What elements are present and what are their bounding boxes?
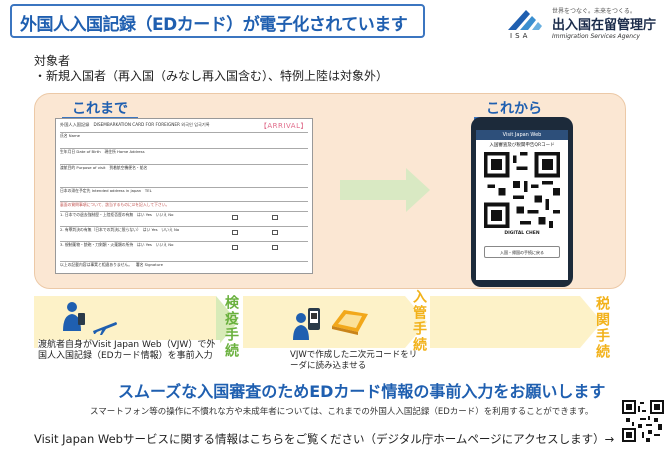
- customs-chevron: [580, 296, 602, 348]
- card-row-text: 1. 日本での退去強制歴・上陸拒否歴の有無 はい Yes いいえ No: [60, 212, 174, 217]
- assist-note: スマートフォン等の操作に不慣れな方や未成年者については、これまでの外国人入国記録…: [90, 407, 594, 417]
- card-row: 生年月日 Date of Birth 現住所 Home Address: [60, 148, 308, 155]
- card-row-text: 渡航目的 Purpose of visit 到着航空機便名・船名: [60, 165, 148, 170]
- flow-segment-reader: [243, 296, 405, 348]
- card-row: 日本の滞在予定先 Intended address in Japan TEL: [60, 187, 308, 194]
- card-checkbox: [272, 245, 278, 250]
- card-row-text: 日本の滞在予定先 Intended address in Japan TEL: [60, 188, 152, 193]
- card-header: 外国人入国記録 DISEMBARKATION CARD FOR FOREIGNE…: [60, 122, 210, 127]
- card-checkbox: [232, 215, 238, 220]
- traveler-phone-icon: [293, 308, 320, 340]
- isa-abbr: ISA: [510, 32, 531, 40]
- qr-code-icon[interactable]: [622, 400, 664, 442]
- agency-logo-block: ISA 世界をつなぐ。未来をつくる。 出入国在留管理庁 Immigration …: [502, 4, 667, 44]
- card-row: 1. 日本での退去強制歴・上陸拒否歴の有無 はい Yes いいえ No: [60, 211, 308, 218]
- disembarkation-card-image: 外国人入国記録 DISEMBARKATION CARD FOR FOREIGNE…: [55, 118, 313, 274]
- agency-english-name: Immigration Services Agency: [552, 33, 640, 40]
- card-checkbox: [272, 215, 278, 220]
- card-row-text: 2. 有罪判決の有無（日本での判決に限らない） はい Yes いいえ No: [60, 227, 180, 232]
- target-detail: ・新規入国者（再入国（みなし再入国含む）、特例上陸は対象外）: [34, 69, 389, 83]
- card-checkbox: [232, 245, 238, 250]
- call-to-action: スムーズな入国審査のためEDカード情報の事前入力をお願いします: [118, 382, 606, 401]
- transition-arrow-head: [406, 168, 430, 212]
- card-checkbox: [232, 230, 238, 235]
- card-row-text: 裏面の質問事項について、該当するものに☑を記入して下さい。: [60, 202, 170, 207]
- card-row: 氏名 Name: [60, 132, 308, 139]
- before-heading: これまで: [62, 98, 138, 120]
- qr-code-icon: [484, 152, 560, 228]
- card-row: 2. 有罪判決の有無（日本での判決に限らない） はい Yes いいえ No: [60, 226, 308, 233]
- step-customs: 税関手続: [594, 296, 610, 360]
- step-immigration: 入管手続: [411, 289, 427, 353]
- traveler-phone-icon: [63, 302, 85, 331]
- airplane-icon: [93, 322, 117, 335]
- card-row-text: 生年月日 Date of Birth 現住所 Home Address: [60, 149, 145, 154]
- phone-return-button: 入国・帰国の手続に戻る: [484, 246, 560, 258]
- card-row: 以上の記載内容は事実と相違ありません。 署名 Signature: [60, 261, 308, 268]
- vjw-note: VJWで作成した二次元コードをリーダに読み込ませる: [290, 350, 418, 371]
- traveler-note: 渡航者自身がVisit Japan Web（VJW）で外国人入国記録（EDカード…: [38, 340, 220, 362]
- agency-tagline: 世界をつなぐ。未来をつくる。: [552, 8, 636, 15]
- visit-japan-web-info-link[interactable]: Visit Japan Webサービスに関する情報はこちらをご覧ください（デジタ…: [34, 432, 615, 446]
- quarantine-chevron: [216, 296, 238, 348]
- card-row-text: 氏名 Name: [60, 133, 81, 138]
- step-quarantine: 検疫手続: [223, 295, 239, 359]
- phone-traveler-name: DIGITAL CHEN: [504, 231, 540, 236]
- card-checkbox: [272, 230, 278, 235]
- phone-qr-title: 入国審査及び税関申告QRコード: [489, 143, 555, 148]
- qr-reader-icon: [332, 310, 368, 335]
- flow-segment-after-immigration: [430, 296, 580, 348]
- transition-arrow: [340, 180, 410, 200]
- card-row-text: 3. 規制薬物・銃砲・刀剣類・火薬類の所持 はい Yes いいえ No: [60, 242, 174, 247]
- title-bar: 外国人入国記録（EDカード）が電子化されています: [10, 4, 425, 38]
- card-row-text: 以上の記載内容は事実と相違ありません。 署名 Signature: [60, 262, 163, 267]
- card-row: 裏面の質問事項について、該当するものに☑を記入して下さい。: [60, 201, 308, 208]
- target-label: 対象者: [34, 54, 71, 68]
- card-row: 3. 規制薬物・銃砲・刀剣類・火薬類の所持 はい Yes いいえ No: [60, 241, 308, 248]
- immigration-chevron: [405, 296, 427, 348]
- card-arrival-label: 【ARRIVAL】: [259, 122, 308, 130]
- page-title: 外国人入国記録（EDカード）が電子化されています: [20, 15, 408, 35]
- phone-app-header: Visit Japan Web: [476, 130, 568, 140]
- agency-name: 出入国在留管理庁: [552, 18, 657, 33]
- isa-logo-icon: [508, 10, 542, 30]
- card-row: 渡航目的 Purpose of visit 到着航空機便名・船名: [60, 164, 308, 171]
